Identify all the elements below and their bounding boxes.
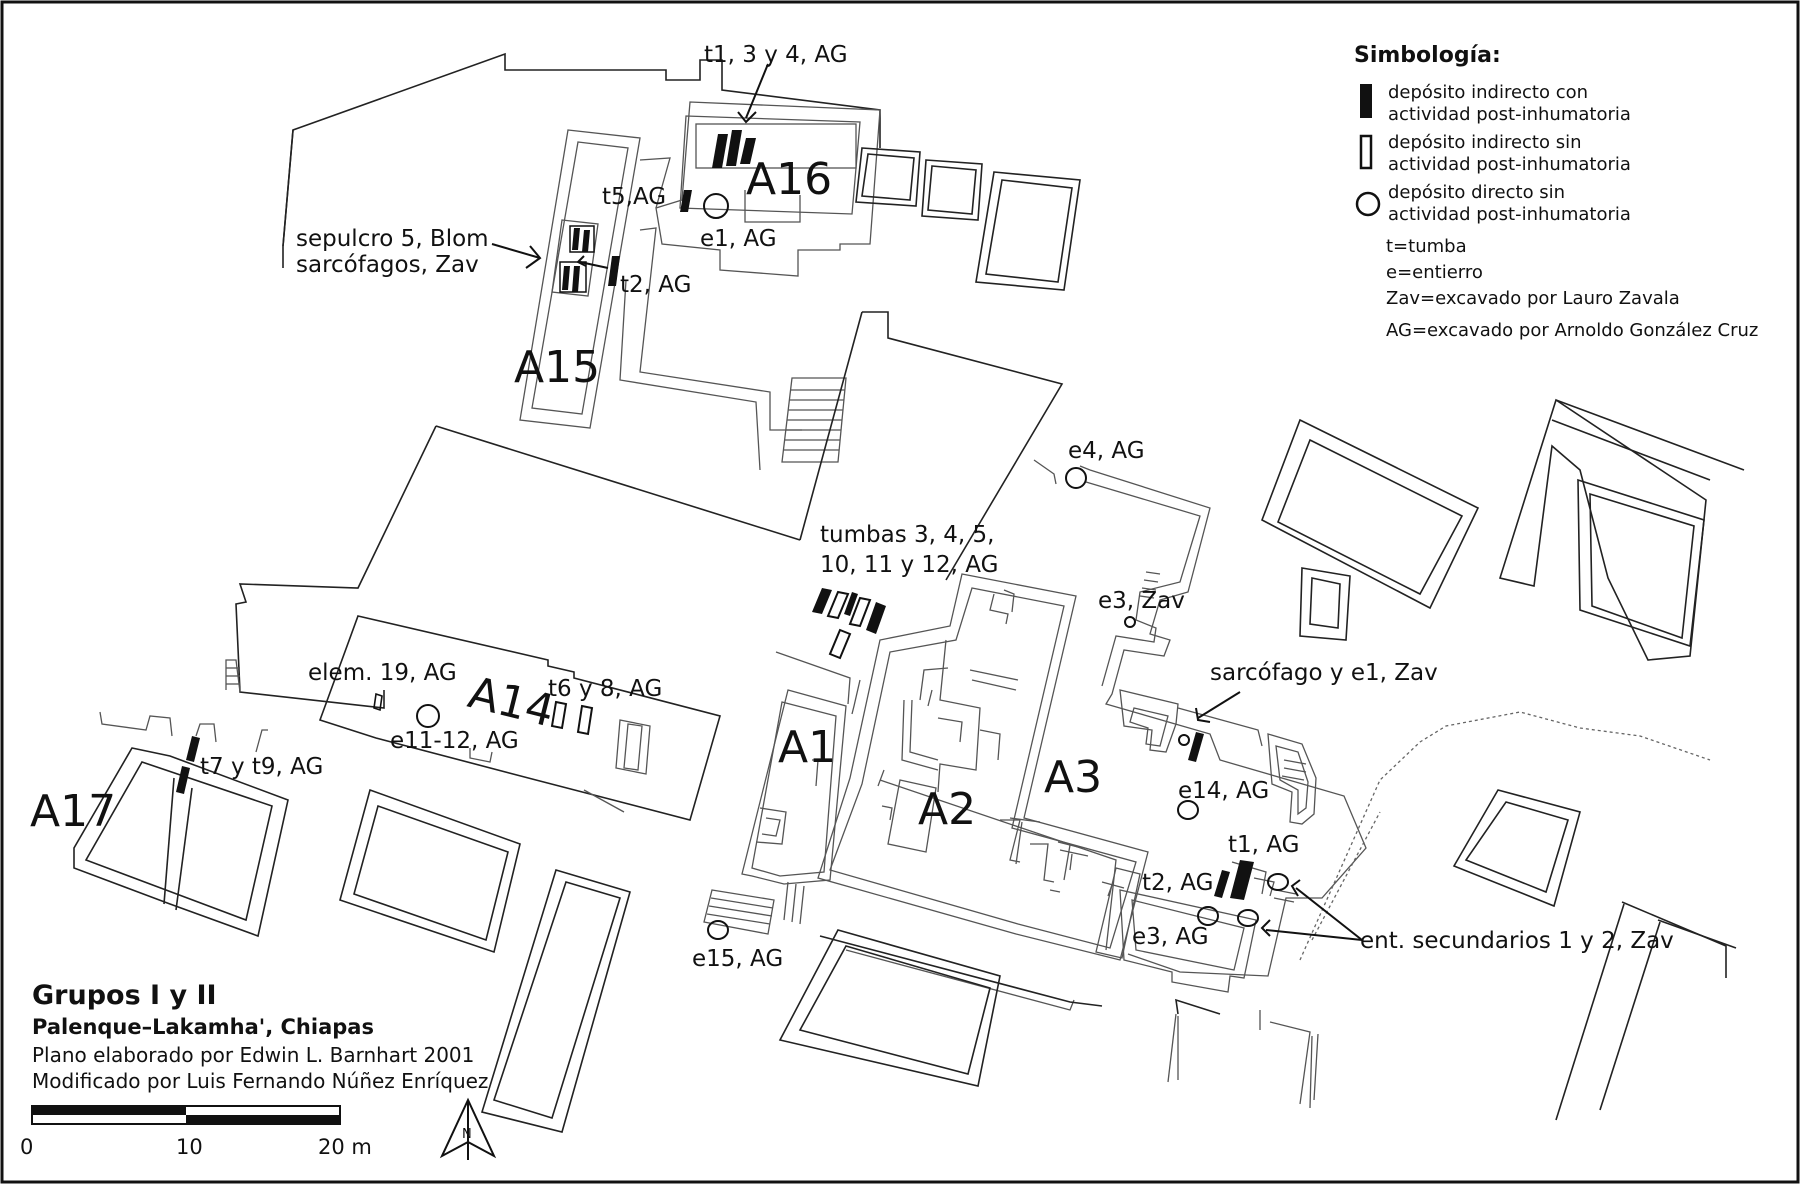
legend-title: Simbología:	[1354, 43, 1501, 68]
legend-item-2-line2: actividad post-inhumatoria	[1388, 154, 1631, 175]
map-title: Grupos I y II	[32, 980, 217, 1011]
deposit-open-bar	[550, 700, 568, 730]
scale-tick-20: 20 m	[318, 1135, 372, 1159]
map-credit-2: Modificado por Luis Fernando Núñez Enríq…	[32, 1069, 488, 1093]
deposit-filled-bar	[582, 230, 590, 252]
label-sarcofago-e1: sarcófago y e1, Zav	[1210, 660, 1438, 686]
label-t1-ag: t1, AG	[1228, 832, 1299, 858]
label-arrows	[491, 63, 1363, 941]
label-a2: A2	[918, 784, 976, 835]
legend-abbr-ag: AG=excavado por Arnoldo González Cruz	[1386, 320, 1758, 341]
legend-abbr-tumba: t=tumba	[1386, 236, 1467, 257]
label-t2-ag: t2, AG	[1142, 870, 1213, 896]
map-labels: A16 A15 A14 A17 A1 A2 A3 t1, 3 y 4, AG t…	[30, 42, 1674, 972]
label-e4: e4, AG	[1068, 438, 1145, 464]
deposit-symbols	[176, 130, 1289, 940]
label-e3-ag: e3, AG	[1132, 924, 1209, 950]
label-e1: e1, AG	[700, 226, 777, 252]
legend-abbr-zav: Zav=excavado por Lauro Zavala	[1386, 288, 1680, 309]
legend-filled-bar-symbol	[1360, 84, 1372, 118]
deposit-circle	[416, 704, 440, 728]
deposit-filled-bar	[176, 766, 190, 794]
deposit-filled-bar	[1230, 860, 1254, 900]
deposit-circle	[1065, 467, 1087, 489]
deposit-open-bar	[828, 628, 852, 660]
deposit-circle	[1124, 616, 1136, 628]
deposit-open-bar	[373, 692, 383, 712]
legend-item-1-line1: depósito indirecto con	[1388, 82, 1588, 103]
scale-tick-0: 0	[20, 1135, 33, 1159]
label-a3: A3	[1044, 752, 1102, 803]
deposit-circle	[707, 920, 729, 940]
deposit-filled-bar	[562, 266, 570, 290]
legend-open-bar-symbol	[1359, 134, 1373, 170]
deposit-circle	[703, 193, 729, 219]
scale-bar: 0 10 20 m	[20, 1105, 372, 1159]
deposit-open-bar	[576, 704, 594, 736]
label-t6-8: t6 y 8, AG	[548, 676, 662, 702]
label-a15: A15	[514, 342, 600, 393]
legend-abbr-entierro: e=entierro	[1386, 262, 1483, 283]
map-credit-1: Plano elaborado por Edwin L. Barnhart 20…	[32, 1043, 474, 1067]
label-a17: A17	[30, 786, 116, 837]
architecture-outlines	[73, 52, 1745, 1133]
deposit-filled-bar	[186, 736, 200, 762]
deposit-filled-bar	[726, 130, 742, 166]
label-t5: t5,AG	[602, 184, 666, 210]
legend-item-3-line1: depósito directo sin	[1388, 182, 1565, 203]
deposit-filled-bar	[572, 228, 580, 250]
deposit-circle	[1237, 909, 1259, 927]
deposit-filled-bar	[712, 134, 728, 168]
label-ent-secundarios: ent. secundarios 1 y 2, Zav	[1360, 928, 1674, 954]
deposit-filled-bar	[572, 266, 580, 292]
deposit-filled-bar	[680, 190, 692, 212]
north-arrow-label: N	[462, 1127, 472, 1142]
label-a16: A16	[746, 154, 832, 205]
deposit-open-bar	[848, 596, 872, 628]
deposit-filled-bar	[866, 602, 886, 634]
label-tumbas-1: tumbas 3, 4, 5,	[820, 522, 994, 548]
legend: Simbología: depósito indirecto con activ…	[1354, 43, 1758, 341]
label-e15: e15, AG	[692, 946, 783, 972]
deposit-filled-bar	[608, 256, 620, 286]
deposit-filled-bar	[844, 592, 858, 616]
legend-item-3-line2: actividad post-inhumatoria	[1388, 204, 1631, 225]
label-e14: e14, AG	[1178, 778, 1269, 804]
deposit-filled-bar	[740, 138, 756, 164]
label-elem-19: elem. 19, AG	[308, 660, 457, 686]
label-sepulcro-5: sepulcro 5, Blom	[296, 226, 489, 252]
label-t7-t9: t7 y t9, AG	[200, 754, 323, 780]
legend-item-2-line1: depósito indirecto sin	[1388, 132, 1582, 153]
title-block: Grupos I y II Palenque–Lakamha', Chiapas…	[32, 980, 488, 1093]
scale-tick-10: 10	[176, 1135, 203, 1159]
label-sarcofagos: sarcófagos, Zav	[296, 252, 479, 278]
north-arrow-icon: N	[439, 1097, 497, 1160]
legend-circle-symbol	[1355, 191, 1381, 217]
deposit-circle	[1178, 734, 1190, 746]
label-e3-zav: e3, Zav	[1098, 588, 1185, 614]
deposit-filled-bar	[812, 588, 832, 614]
label-t1-3-4: t1, 3 y 4, AG	[704, 42, 848, 68]
deposit-circle	[1267, 873, 1289, 891]
label-tumbas-2: 10, 11 y 12, AG	[820, 552, 998, 578]
deposit-circle	[1197, 906, 1219, 926]
deposit-circle	[1177, 800, 1199, 820]
legend-item-1-line2: actividad post-inhumatoria	[1388, 104, 1631, 125]
map-subtitle: Palenque–Lakamha', Chiapas	[32, 1015, 374, 1039]
deposit-filled-bar	[1188, 732, 1204, 762]
label-t2-a15: t2, AG	[620, 272, 691, 298]
deposit-open-bar	[826, 590, 850, 620]
label-e11-12: e11-12, AG	[390, 728, 519, 754]
label-a1: A1	[778, 722, 836, 773]
deposit-filled-bar	[1214, 870, 1230, 898]
